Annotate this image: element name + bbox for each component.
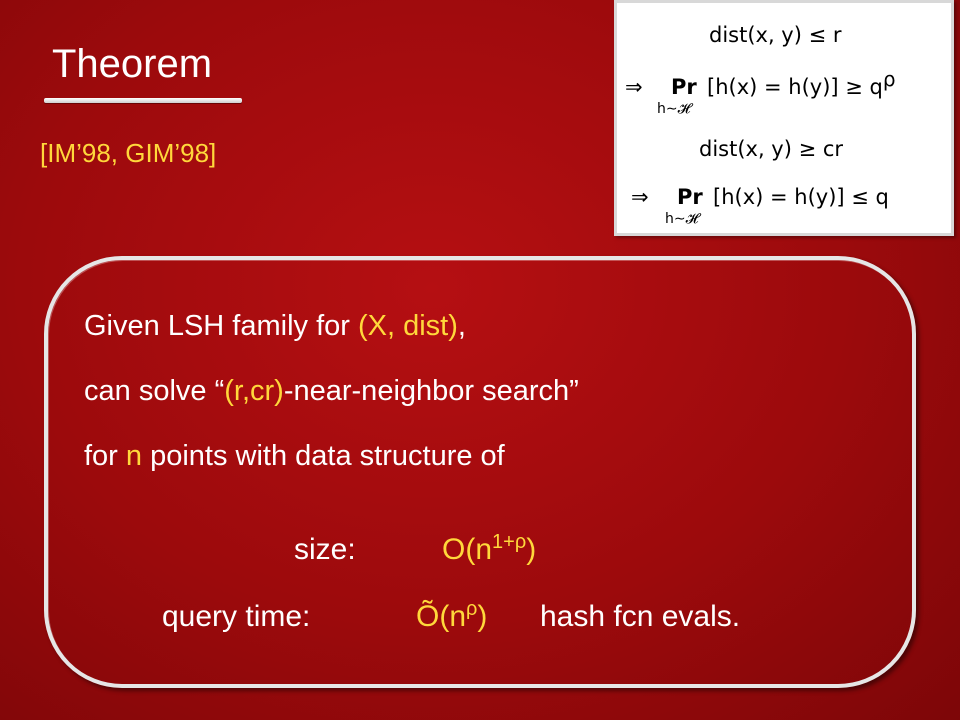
probability-operator: Pr [671,75,697,99]
citation: [IM’98, GIM’98] [40,138,217,168]
query-time-value: Õ(nρ) [416,598,488,633]
implies-arrow: ⇒ [631,185,649,209]
statement-line-2: can solve “(r,cr)-near-neighbor search” [84,375,579,407]
statement-line-3: for n points with data structure of [84,440,505,472]
query-time-suffix: hash fcn evals. [540,600,741,633]
hash-distribution-subscript: h∼𝓗 [657,101,691,117]
probability-expression-near: [h(x) = h(y)] ≥ qρ [707,67,896,99]
theorem-statement-box [44,256,916,688]
query-time-label: query time: [162,600,311,633]
condition-near: dist(x, y) ≤ r [709,23,842,47]
condition-far: dist(x, y) ≥ cr [699,137,844,161]
probability-operator: Pr [677,185,703,209]
statement-line-1: Given LSH family for (X, dist), [84,310,466,342]
rho-exponent: ρ [882,67,896,91]
hash-distribution-subscript: h∼𝓗 [665,211,699,227]
slide-title: Theorem [52,42,213,86]
size-label: size: [294,533,356,566]
implies-arrow: ⇒ [625,75,643,99]
title-underline [44,98,242,103]
lsh-definition-box: dist(x, y) ≤ r ⇒ Pr [h(x) = h(y)] ≥ qρ h… [614,0,954,236]
size-value: O(n1+ρ) [442,531,537,566]
probability-expression-far: [h(x) = h(y)] ≤ q [713,185,889,209]
